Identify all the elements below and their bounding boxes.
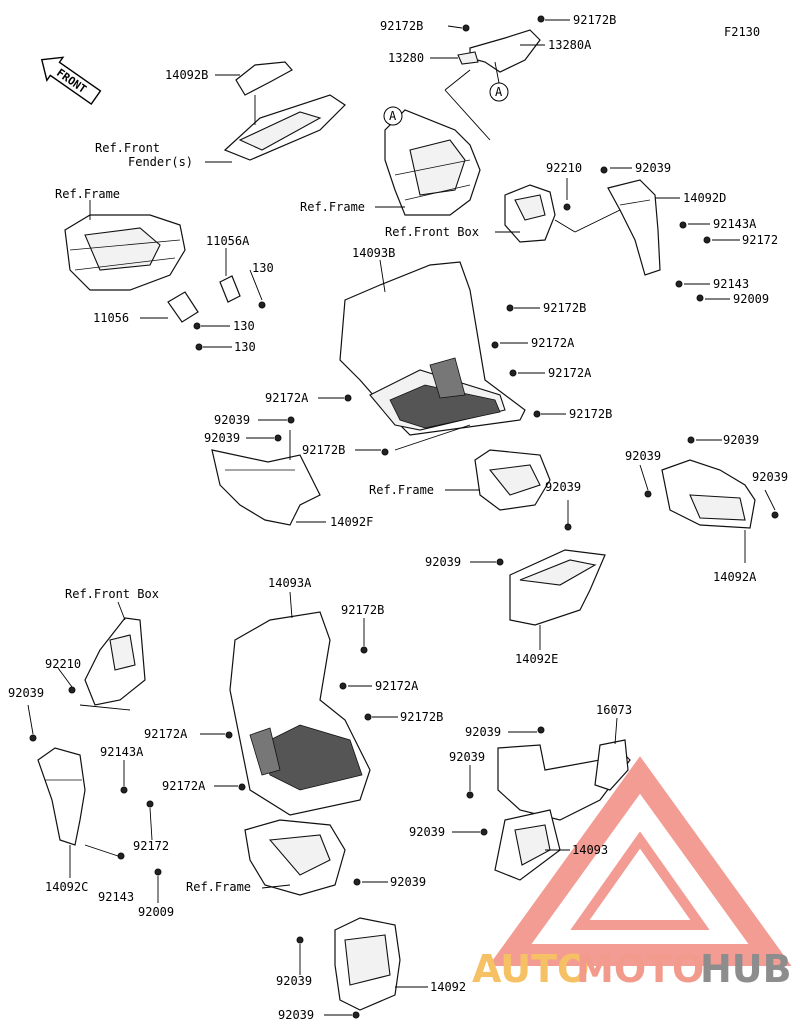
label-11056A: 11056A (206, 234, 250, 248)
front-box-left (84, 617, 146, 706)
frame-bottom (244, 819, 346, 896)
label-92039-e: 92039 (752, 470, 788, 484)
label-14092: 14092 (430, 980, 466, 994)
label-92172B-7: 92172B (400, 710, 443, 724)
label-92039-l: 92039 (390, 875, 426, 889)
label-92009-top: 92009 (733, 292, 769, 306)
label-92172B-1: 92172B (380, 19, 423, 33)
label-92039-a: 92039 (214, 413, 250, 427)
label-92172B-2: 92172B (573, 13, 616, 27)
label-13280: 13280 (388, 51, 424, 65)
frame-left (64, 214, 186, 291)
label-92172A-5: 92172A (144, 727, 188, 741)
label-ref-frame-bottom: Ref.Frame (186, 880, 251, 894)
label-92039-b: 92039 (204, 431, 240, 445)
label-92172A-3: 92172A (265, 391, 309, 405)
label-92172B-5: 92172B (302, 443, 345, 457)
callout-a-frame (383, 106, 403, 126)
bracket-11056A (219, 275, 241, 303)
bracket-11056 (167, 291, 199, 323)
label-92172B-4: 92172B (569, 407, 612, 421)
label-14092D: 14092D (683, 191, 726, 205)
label-92172-left: 92172 (133, 839, 169, 853)
label-14093B: 14093B (352, 246, 395, 260)
label-92210-top: 92210 (546, 161, 582, 175)
bracket-13280 (457, 15, 545, 73)
cover-14092B (223, 61, 346, 161)
label-14092F: 14092F (330, 515, 373, 529)
label-ref-frame-mid: Ref.Frame (369, 483, 434, 497)
diagram-code: F2130 (724, 25, 760, 39)
callout-a-top-text: A (495, 85, 503, 99)
label-92172A-4: 92172A (375, 679, 419, 693)
label-92172-top: 92172 (742, 233, 778, 247)
label-ref-frame-left: Ref.Frame (55, 187, 120, 201)
label-92172A-2: 92172A (548, 366, 592, 380)
label-92039-top: 92039 (635, 161, 671, 175)
label-92210-left: 92210 (45, 657, 81, 671)
label-ref-frame-top: Ref.Frame (300, 200, 365, 214)
cover-14092D (607, 179, 661, 276)
label-92143A-top: 92143A (713, 217, 757, 231)
label-14092B: 14092B (165, 68, 208, 82)
label-13280A: 13280A (548, 38, 592, 52)
label-14092C: 14092C (45, 880, 88, 894)
label-92039-n: 92039 (278, 1008, 314, 1022)
cover-14092F (211, 449, 321, 526)
label-92172B-3: 92172B (543, 301, 586, 315)
watermark-text-moto: MOTO (576, 947, 704, 991)
label-92039-m: 92039 (276, 974, 312, 988)
cover-14092C (37, 747, 86, 846)
label-92009-left: 92009 (138, 905, 174, 919)
label-92143-left: 92143 (98, 890, 134, 904)
cover-14092A (661, 459, 756, 529)
label-14093: 14093 (572, 843, 608, 857)
label-14093A: 14093A (268, 576, 312, 590)
front-box-top (504, 184, 556, 243)
cover-14092 (334, 917, 401, 1011)
label-ref-front-box-top: Ref.Front Box (385, 225, 479, 239)
label-130-b: 130 (233, 319, 255, 333)
label-130-c: 130 (234, 340, 256, 354)
watermark-text-auto: AUTO (472, 947, 589, 991)
label-14092E: 14092E (515, 652, 558, 666)
floor-panel-14093B (339, 261, 526, 436)
label-16073: 16073 (596, 703, 632, 717)
label-92039-i: 92039 (465, 725, 501, 739)
label-92039-d: 92039 (625, 449, 661, 463)
watermark-text-hub: HUB (700, 947, 792, 991)
watermark-triangle (488, 756, 792, 966)
label-130-a: 130 (252, 261, 274, 275)
label-14092A: 14092A (713, 570, 757, 584)
label-92172A-6: 92172A (162, 779, 206, 793)
label-92143A-left: 92143A (100, 745, 144, 759)
watermark-logo: AUTO MOTO HUB (472, 756, 792, 991)
label-92172B-6: 92172B (341, 603, 384, 617)
label-ref-front-fender-1: Ref.Front (95, 141, 160, 155)
label-11056: 11056 (93, 311, 129, 325)
watermark-inner-triangle (570, 831, 710, 930)
label-ref-front-box-left: Ref.Front Box (65, 587, 159, 601)
frame-mid (474, 449, 551, 511)
front-direction-arrow: FRONT (40, 56, 102, 106)
floor-panel-14093A (229, 611, 371, 816)
label-92039-c: 92039 (723, 433, 759, 447)
label-92039-f: 92039 (545, 480, 581, 494)
label-92039-j: 92039 (449, 750, 485, 764)
label-92143-top: 92143 (713, 277, 749, 291)
label-92172A-1: 92172A (531, 336, 575, 350)
callout-a-frame-text: A (389, 109, 397, 123)
label-92039-k: 92039 (409, 825, 445, 839)
panel-14093 (494, 739, 631, 881)
label-ref-front-fender-2: Fender(s) (128, 155, 193, 169)
label-92039-g: 92039 (425, 555, 461, 569)
label-92039-h: 92039 (8, 686, 44, 700)
cover-14092E (509, 549, 606, 626)
frame-top-center (384, 109, 481, 216)
